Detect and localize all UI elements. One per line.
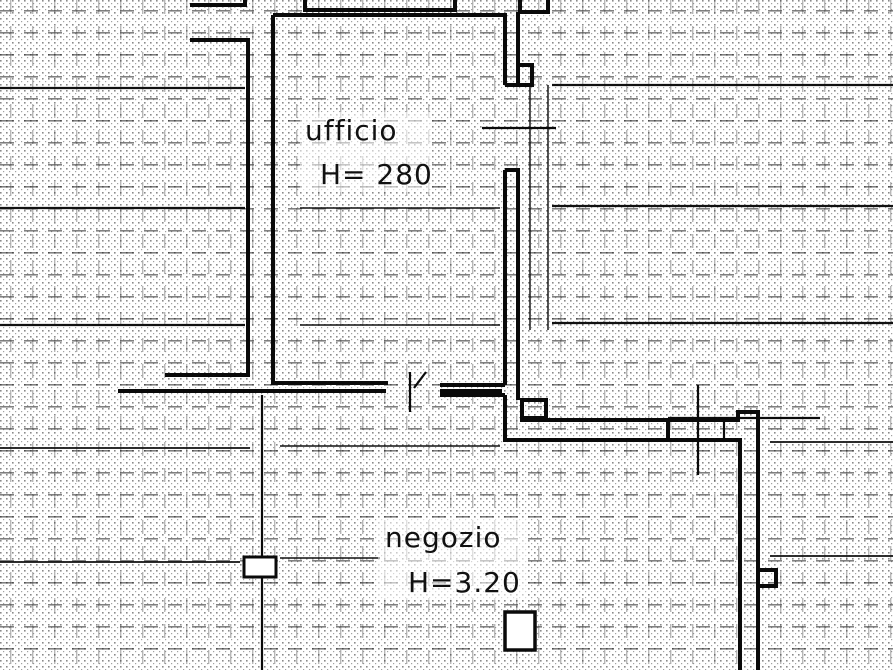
grid-lines	[0, 83, 893, 563]
room-height-ufficio: H= 280	[320, 158, 433, 191]
room-label-negozio: negozio	[385, 521, 501, 554]
room-label-ufficio: ufficio	[305, 114, 398, 147]
walls	[118, 0, 778, 670]
structural-column-left	[242, 395, 278, 670]
door-symbols	[408, 85, 820, 475]
room-height-negozio: H=3.20	[408, 566, 521, 599]
pillar-negozio	[503, 610, 537, 652]
